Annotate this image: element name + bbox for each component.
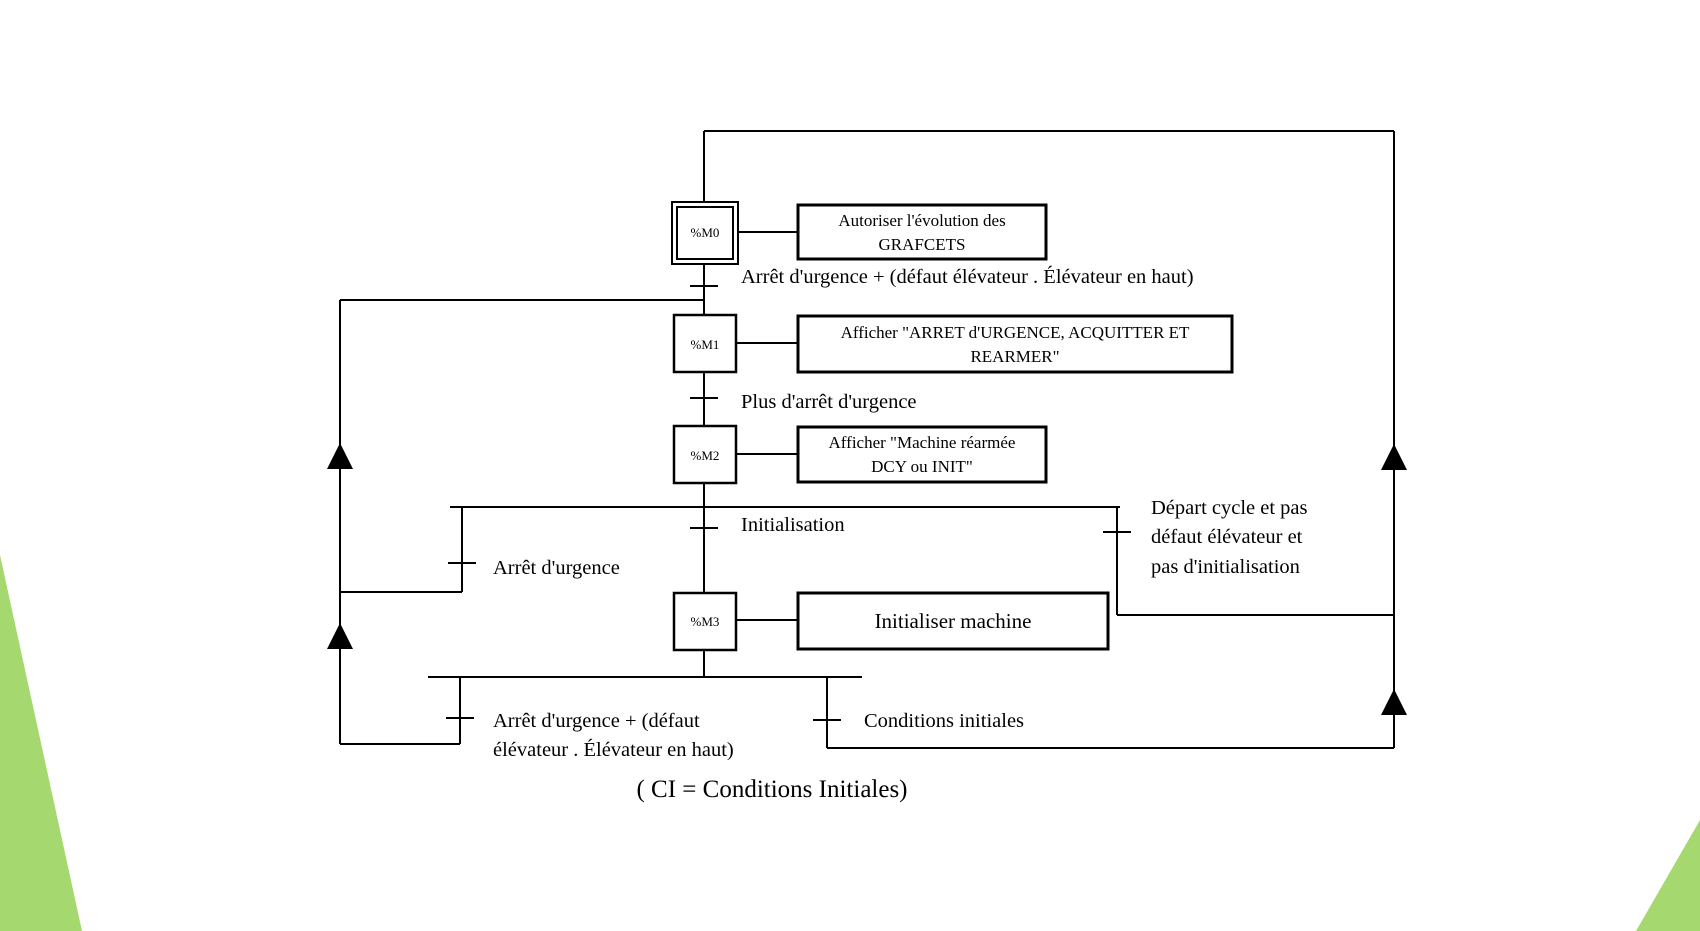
transition-t2-emergency-label: Arrêt d'urgence [493,557,620,579]
green-corner-right [1636,820,1700,931]
diagram-caption: ( CI = Conditions Initiales) [636,776,907,803]
action-m2-line1: Afficher "Machine réarmée [829,433,1016,452]
transition-t2-cycle-line2: défaut élévateur et [1151,526,1303,548]
arrow-up-right-upper [1381,444,1407,470]
transition-t2-init-label: Initialisation [741,514,845,536]
transition-t2-cycle-line3: pas d'initialisation [1151,556,1300,578]
action-m0: Autoriser l'évolution des GRAFCETS [796,203,1048,261]
action-m3-line1: Initialiser machine [875,609,1032,633]
action-m2-line2: DCY ou INIT" [871,457,973,476]
action-m0-line2: GRAFCETS [879,235,966,254]
grafcet-links [339,130,1395,749]
arrows [327,443,1407,715]
transition-t3-conditions-label: Conditions initiales [864,710,1024,732]
step-m0-label: %M0 [691,225,720,240]
transition-t0-label: Arrêt d'urgence + (défaut élévateur . Él… [741,265,1194,288]
action-m3: Initialiser machine [796,591,1110,651]
arrow-up-left-lower [327,623,353,649]
arrow-up-right-lower [1381,689,1407,715]
transition-t2-cycle-line1: Départ cycle et pas [1151,497,1308,519]
action-m0-line1: Autoriser l'évolution des [838,211,1005,230]
step-m0: %M0 [671,201,739,265]
transition-t3-emergency-line1: Arrêt d'urgence + (défaut [493,710,700,732]
step-m1-label: %M1 [691,337,720,352]
step-m1: %M1 [672,313,738,374]
step-m3: %M3 [672,591,738,652]
transition-bars [446,285,1131,721]
action-m2: Afficher "Machine réarmée DCY ou INIT" [796,425,1048,484]
step-m2: %M2 [672,424,738,485]
transition-t3-emergency-line2: élévateur . Élévateur en haut) [493,738,734,761]
arrow-up-left-upper [327,443,353,469]
action-m1-line1: Afficher "ARRET d'URGENCE, ACQUITTER ET [841,323,1190,342]
action-m1: Afficher "ARRET d'URGENCE, ACQUITTER ET … [796,314,1234,374]
transition-t1-label: Plus d'arrêt d'urgence [741,391,917,413]
green-corner-left [0,555,82,931]
step-m3-label: %M3 [691,614,720,629]
action-m1-line2: REARMER" [970,347,1059,366]
step-m2-label: %M2 [691,448,720,463]
